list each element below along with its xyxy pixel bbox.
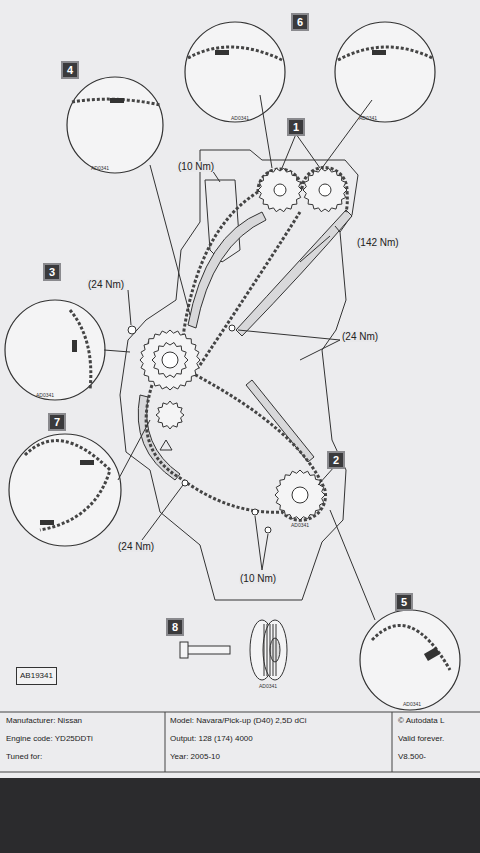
footer-cell: Model: Navara/Pick-up (D40) 2,5D dCi bbox=[170, 716, 307, 725]
footer-cell: Output: 128 (174) 4000 bbox=[170, 734, 253, 743]
torque-value: (24 Nm) bbox=[87, 279, 125, 290]
callout-number: 3 bbox=[43, 263, 61, 281]
crank-pulley bbox=[180, 620, 287, 680]
paper bbox=[0, 0, 480, 778]
sprocket bbox=[156, 401, 184, 429]
node-text: 3 bbox=[49, 266, 55, 278]
cam-bolt bbox=[319, 184, 331, 196]
inset-chains bbox=[25, 47, 450, 670]
footer-cell: Tuned for: bbox=[6, 752, 42, 761]
tensioner-guide bbox=[236, 210, 352, 336]
callout-number: 8 bbox=[166, 618, 184, 636]
sprocket bbox=[258, 168, 302, 211]
node-text: 7 bbox=[54, 416, 60, 428]
pulley-groove bbox=[276, 624, 277, 676]
sprocket bbox=[303, 168, 347, 211]
node-text: AB19341 bbox=[20, 671, 53, 681]
timing-mark bbox=[160, 440, 172, 450]
bolt bbox=[229, 325, 235, 331]
callout-number: 7 bbox=[48, 413, 66, 431]
leader-lines bbox=[104, 95, 375, 620]
footer-cell: © Autodata L bbox=[398, 716, 444, 725]
footer-cell: V8.500- bbox=[398, 752, 426, 761]
footer-table bbox=[0, 712, 480, 772]
drawing-code-box: AB19341 bbox=[16, 667, 57, 685]
bolt bbox=[265, 527, 271, 533]
pulley-groove bbox=[267, 624, 268, 676]
crank-hub bbox=[292, 487, 308, 503]
node-text: 8 bbox=[172, 621, 178, 633]
torque-value: (24 Nm) bbox=[117, 541, 155, 552]
figure-code: AD0341 bbox=[403, 701, 421, 707]
torque-value: (142 Nm) bbox=[356, 237, 400, 248]
figure-code: AD0341 bbox=[359, 115, 377, 121]
chain-guide bbox=[246, 380, 314, 462]
bolt bbox=[252, 509, 258, 515]
torque-value: (10 Nm) bbox=[177, 161, 215, 172]
figure-code: AD0341 bbox=[291, 522, 309, 528]
callout-number: 5 bbox=[395, 593, 413, 611]
bolt bbox=[128, 326, 136, 334]
upper-chain bbox=[148, 168, 348, 389]
pulley-groove bbox=[264, 624, 265, 676]
callout-number: 6 bbox=[291, 13, 309, 31]
pulley-groove bbox=[270, 624, 271, 676]
engine-outline bbox=[120, 150, 358, 600]
figure-code: AD0341 bbox=[36, 392, 54, 398]
table-surface bbox=[0, 778, 480, 853]
node-text: 4 bbox=[67, 64, 73, 76]
figure-code: AD0341 bbox=[91, 165, 109, 171]
torque-value: (10 Nm) bbox=[239, 573, 277, 584]
footer-cell: Year: 2005-10 bbox=[170, 752, 220, 761]
callout-number: 4 bbox=[61, 61, 79, 79]
pulley-groove bbox=[273, 624, 274, 676]
callout-number: 2 bbox=[327, 451, 345, 469]
figure-code: AD0341 bbox=[231, 115, 249, 121]
node-text: 6 bbox=[297, 16, 303, 28]
footer-cell: Valid forever. bbox=[398, 734, 444, 743]
footer-cell: Manufacturer: Nissan bbox=[6, 716, 82, 725]
sprocket bbox=[140, 330, 200, 390]
figure-code: AD0341 bbox=[259, 683, 277, 689]
cam-bolt bbox=[274, 184, 286, 196]
idler-hub bbox=[162, 352, 178, 368]
callout-number: 1 bbox=[287, 118, 305, 136]
sprocket bbox=[152, 343, 188, 378]
detail-insets bbox=[5, 22, 460, 710]
footer-cell: Engine code: YD25DDTi bbox=[6, 734, 93, 743]
sprocket bbox=[275, 470, 325, 520]
node-text: 5 bbox=[401, 596, 407, 608]
node-text: 1 bbox=[293, 121, 299, 133]
timing-marks bbox=[40, 50, 440, 661]
node-text: 2 bbox=[333, 454, 339, 466]
torque-value: (24 Nm) bbox=[341, 331, 379, 342]
